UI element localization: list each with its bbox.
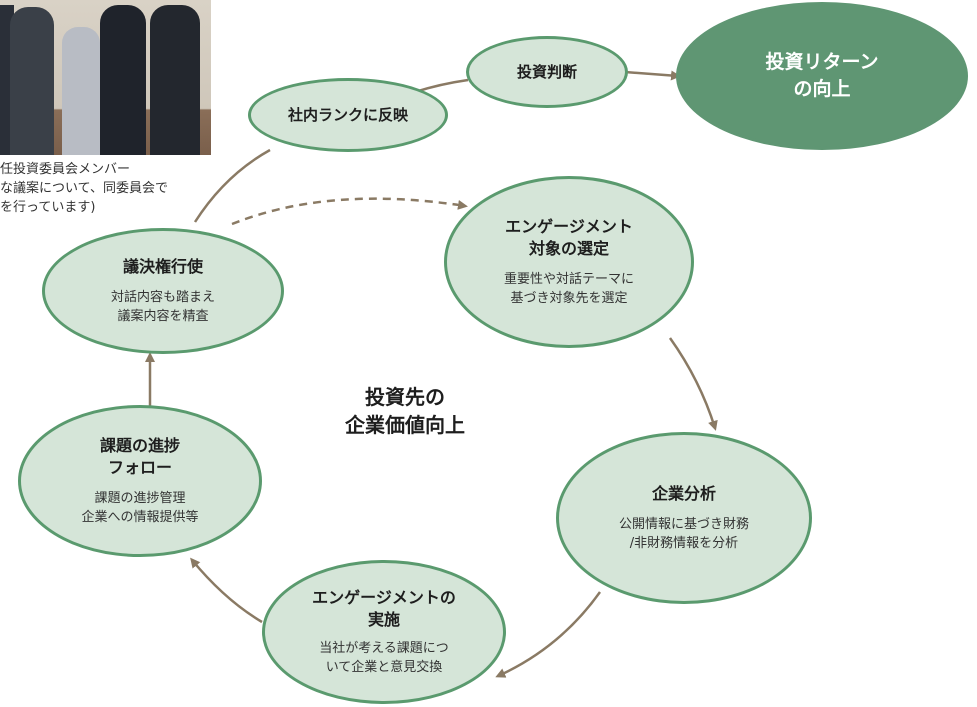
node-corporate-analysis: 企業分析 公開情報に基づき財務 /非財務情報を分析 [556,432,812,604]
node-desc: 当社が考える課題につ [319,641,449,656]
node-desc: 重要性や対話テーマに [503,272,634,287]
caption-line: 任投資委員会メンバー [0,162,131,177]
center-label-line: 企業価値向上 [345,413,465,437]
center-label: 投資先の 企業価値向上 [300,383,510,439]
node-title: 課題の進捗 [99,436,180,455]
node-title: の向上 [793,78,851,100]
center-label-line: 投資先の [365,385,445,409]
node-rank-reflection: 社内ランクに反映 [248,78,448,152]
arrow-exec-followup [190,557,263,624]
photo-caption: 任投資委員会メンバー な議案について、同委員会で を行っています) [0,160,215,217]
node-title: 社内ランクに反映 [287,106,408,124]
node-issue-followup: 課題の進捗 フォロー 課題の進捗管理 企業への情報提供等 [18,405,262,557]
node-desc: /非財務情報を分析 [629,536,739,551]
caption-line: を行っています) [0,200,96,215]
arrow-select-analysis [668,337,718,431]
node-engagement-selection: エンゲージメント 対象の選定 重要性や対話テーマに 基づき対象先を選定 [444,176,694,348]
node-title: 投資リターン [765,51,879,73]
node-desc: いて企業と意見交換 [325,660,443,675]
node-title: エンゲージメント [505,217,633,236]
node-title: エンゲージメントの [312,588,456,607]
node-title: 対象の選定 [528,239,609,258]
person-figure [10,7,54,155]
node-desc: 基づき対象先を選定 [510,291,628,306]
node-desc: 議案内容を精査 [117,309,209,324]
node-desc: 課題の進捗管理 [94,491,186,506]
person-figure [150,5,200,155]
node-title: 企業分析 [651,484,716,503]
node-investment-judgment: 投資判断 [466,36,628,108]
person-figure [100,5,146,155]
node-investment-return: 投資リターン の向上 [676,2,968,150]
dashed-arrow-voting-engagement [231,197,468,226]
node-engagement-execution: エンゲージメントの 実施 当社が考える課題につ いて企業と意見交換 [262,560,506,704]
node-voting: 議決権行使 対話内容も踏まえ 議案内容を精査 [42,228,284,354]
node-title: 実施 [367,610,400,629]
person-figure [62,27,100,155]
arrow-judgment-return [624,70,681,81]
node-desc: 公開情報に基づき財務 [618,517,749,532]
node-desc: 企業への情報提供等 [81,510,199,525]
connector-voting-rank [193,148,271,223]
node-title: 議決権行使 [122,257,203,276]
committee-photo [0,0,211,155]
arrow-analysis-exec [495,591,602,678]
caption-line: な議案について、同委員会で [0,181,168,196]
node-title: 投資判断 [516,63,577,81]
node-title: フォロー [107,458,172,477]
node-desc: 対話内容も踏まえ [110,290,215,305]
